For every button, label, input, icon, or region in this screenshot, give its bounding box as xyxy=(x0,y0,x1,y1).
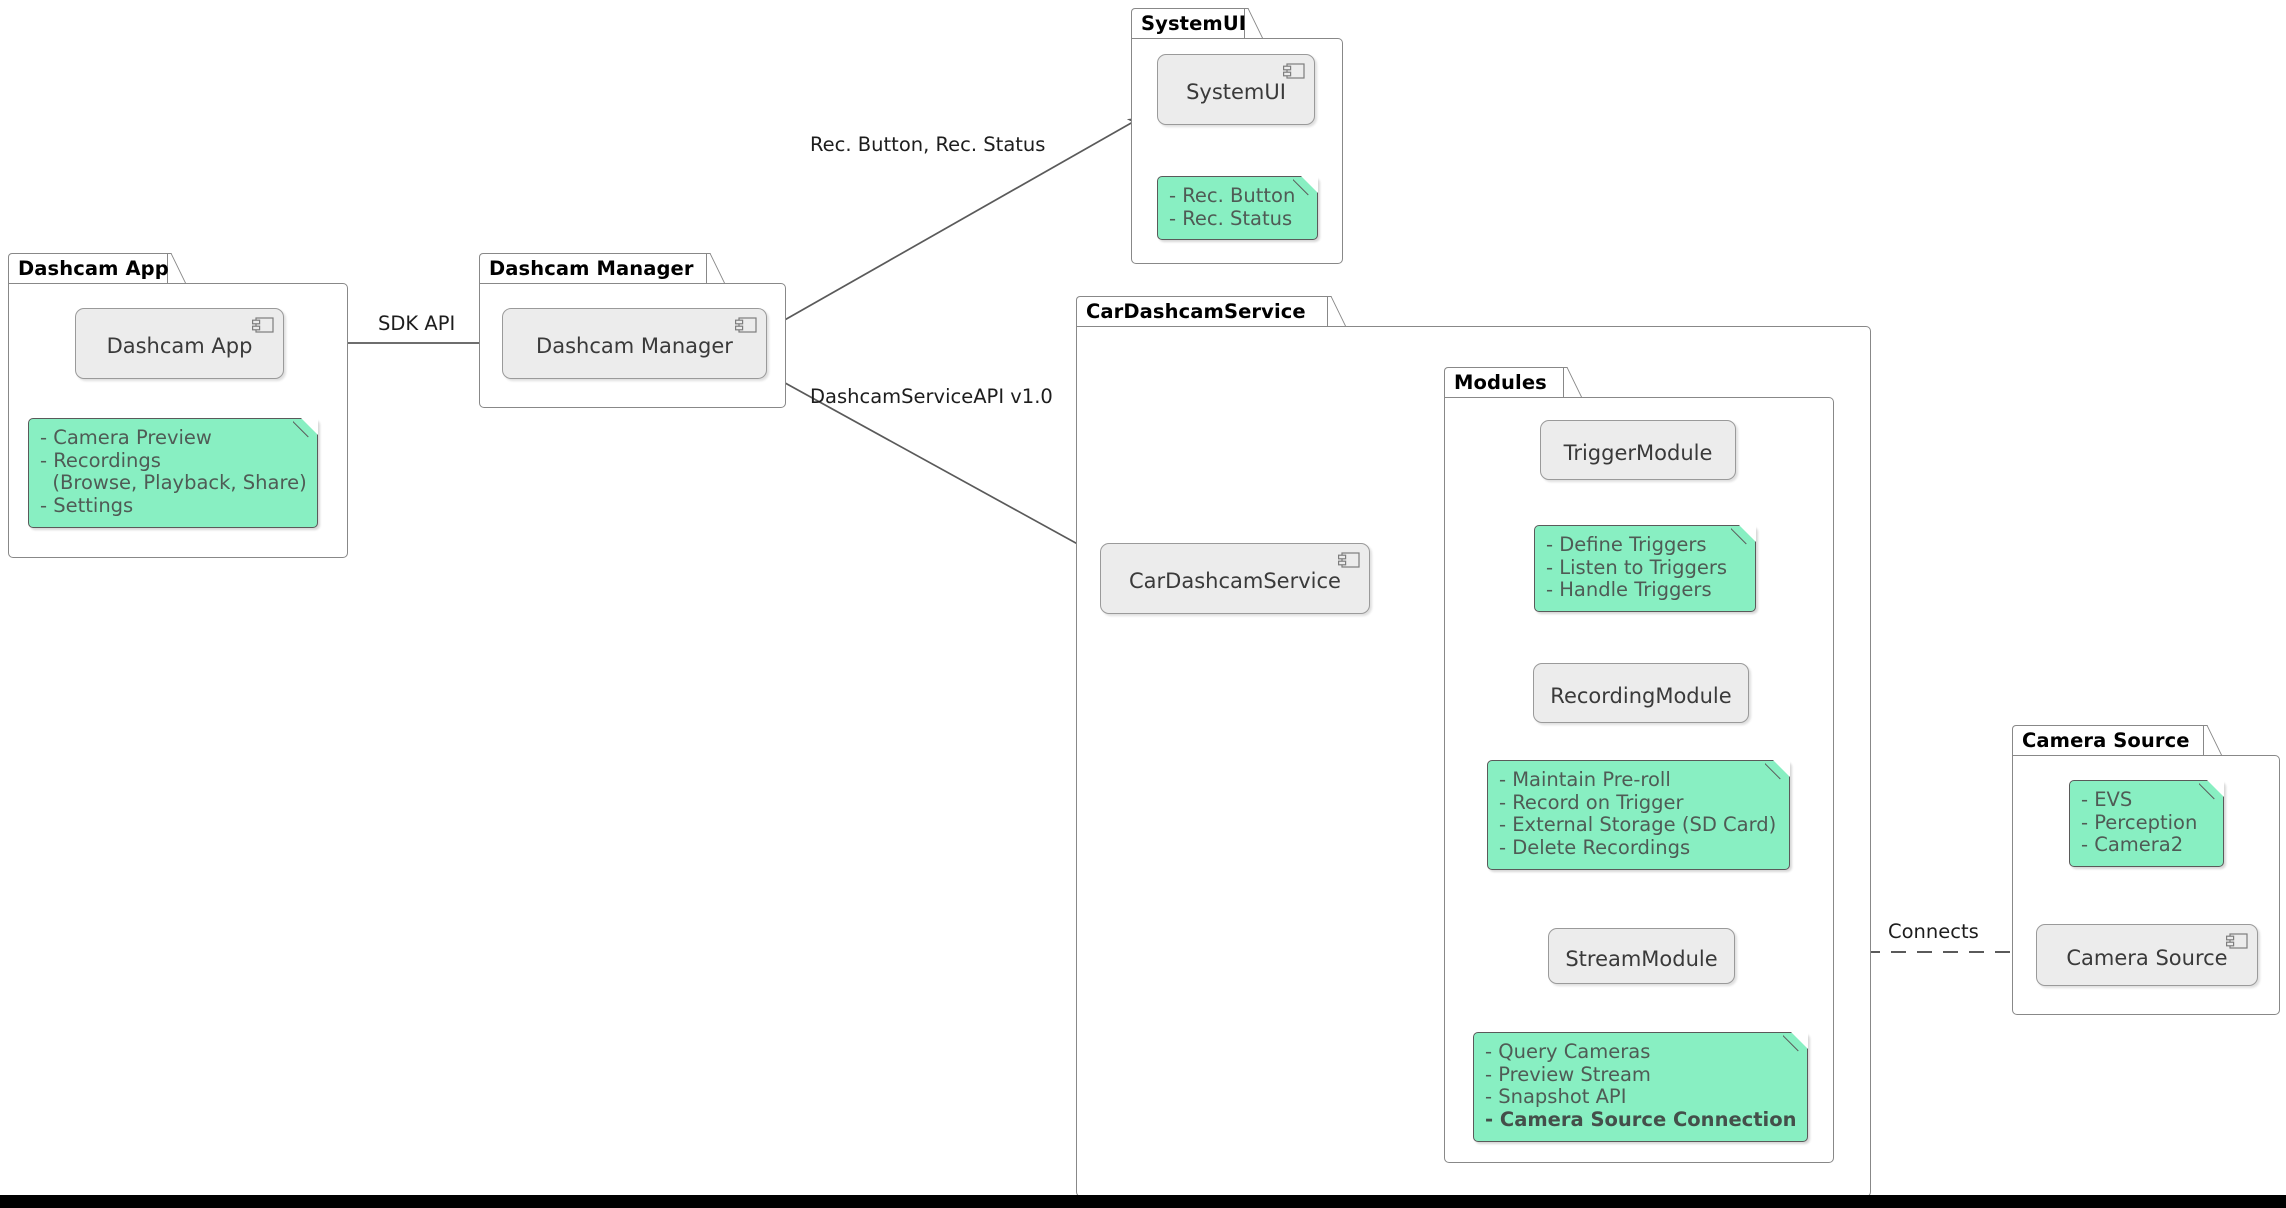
component-label: SystemUI xyxy=(1186,80,1286,104)
note-line: - Perception xyxy=(2081,810,2198,834)
component-label: RecordingModule xyxy=(1550,683,1732,708)
note-line: - Camera Preview xyxy=(40,426,212,449)
package-title: CarDashcamService xyxy=(1086,300,1306,323)
note-line: - Handle Triggers xyxy=(1546,578,1712,602)
component-systemui[interactable]: SystemUI xyxy=(1157,54,1315,125)
note-fold-edge xyxy=(293,419,317,443)
note-line: - Rec. Button xyxy=(1169,184,1296,207)
component-label: Camera Source xyxy=(2066,945,2228,970)
note-line: - Preview Stream xyxy=(1485,1062,1651,1086)
component-label: Dashcam Manager xyxy=(536,334,733,358)
package-title: Camera Source xyxy=(2022,729,2190,752)
note-line: - Listen to Triggers xyxy=(1546,555,1728,579)
note-line: - Recordings xyxy=(40,448,161,472)
note-camera-source: - EVS - Perception - Camera2 xyxy=(2069,780,2224,868)
note-line: - EVS xyxy=(2081,788,2133,811)
component-dashcam-app[interactable]: Dashcam App xyxy=(75,308,284,379)
package-title: Modules xyxy=(1454,371,1547,394)
package-tab: SystemUI xyxy=(1131,8,1247,38)
note-stream-module: - Query Cameras - Preview Stream - Snaps… xyxy=(1473,1032,1808,1142)
package-tab: Dashcam App xyxy=(8,253,169,283)
package-tab: Dashcam Manager xyxy=(479,253,707,283)
package-tab: CarDashcamService xyxy=(1076,296,1328,326)
package-tab: Modules xyxy=(1444,367,1564,397)
package-tab: Camera Source xyxy=(2012,725,2204,755)
note-line: - Snapshot API xyxy=(1485,1085,1627,1109)
note-fold-edge xyxy=(1293,177,1317,201)
note-line: - Delete Recordings xyxy=(1499,836,1691,860)
component-stream-module[interactable]: StreamModule xyxy=(1548,928,1735,984)
note-line: - Settings xyxy=(40,494,134,518)
note-line: (Browse, Playback, Share) xyxy=(40,471,307,495)
edge-label-connects: Connects xyxy=(1888,920,1979,943)
bottom-bar xyxy=(0,1195,2286,1208)
note-fold-edge xyxy=(1765,761,1789,785)
note-recording-module: - Maintain Pre-roll - Record on Trigger … xyxy=(1487,760,1790,870)
component-dashcam-manager[interactable]: Dashcam Manager xyxy=(502,308,767,379)
note-line-highlighted: - Camera Source Connection xyxy=(1485,1108,1797,1132)
note-systemui: - Rec. Button - Rec. Status xyxy=(1157,176,1318,241)
note-fold-edge xyxy=(1731,526,1755,550)
component-icon xyxy=(252,317,274,333)
component-label: StreamModule xyxy=(1565,946,1718,971)
edge-label-rec-button-status: Rec. Button, Rec. Status xyxy=(810,133,1046,156)
note-fold-edge xyxy=(1783,1033,1807,1057)
note-fold-edge xyxy=(2199,781,2223,805)
note-line: - Maintain Pre-roll xyxy=(1499,768,1671,791)
component-recording-module[interactable]: RecordingModule xyxy=(1533,663,1749,723)
component-camera-source[interactable]: Camera Source xyxy=(2036,924,2258,986)
edge-label-sdk-api: SDK API xyxy=(378,312,456,335)
package-title: Dashcam App xyxy=(18,257,169,280)
note-trigger-module: - Define Triggers - Listen to Triggers -… xyxy=(1534,525,1756,613)
package-title: SystemUI xyxy=(1141,12,1247,35)
component-icon xyxy=(1283,63,1305,79)
note-dashcam-app: - Camera Preview - Recordings (Browse, P… xyxy=(28,418,318,528)
component-label: Dashcam App xyxy=(106,334,253,358)
component-cardashcamservice[interactable]: CarDashcamService xyxy=(1100,543,1370,614)
note-line: - Camera2 xyxy=(2081,833,2184,857)
package-title: Dashcam Manager xyxy=(489,257,694,280)
component-label: TriggerModule xyxy=(1563,440,1713,465)
component-icon xyxy=(735,317,757,333)
component-icon xyxy=(1338,552,1360,568)
note-line: - Query Cameras xyxy=(1485,1040,1651,1063)
component-label: CarDashcamService xyxy=(1129,569,1341,593)
edge-label-dashcamserviceapi: DashcamServiceAPI v1.0 xyxy=(810,385,1053,408)
component-trigger-module[interactable]: TriggerModule xyxy=(1540,420,1736,480)
component-icon xyxy=(2226,933,2248,949)
note-line: - Rec. Status xyxy=(1169,206,1293,230)
note-line: - Define Triggers xyxy=(1546,533,1707,556)
note-line: - Record on Trigger xyxy=(1499,790,1684,814)
note-line: - External Storage (SD Card) xyxy=(1499,813,1777,837)
